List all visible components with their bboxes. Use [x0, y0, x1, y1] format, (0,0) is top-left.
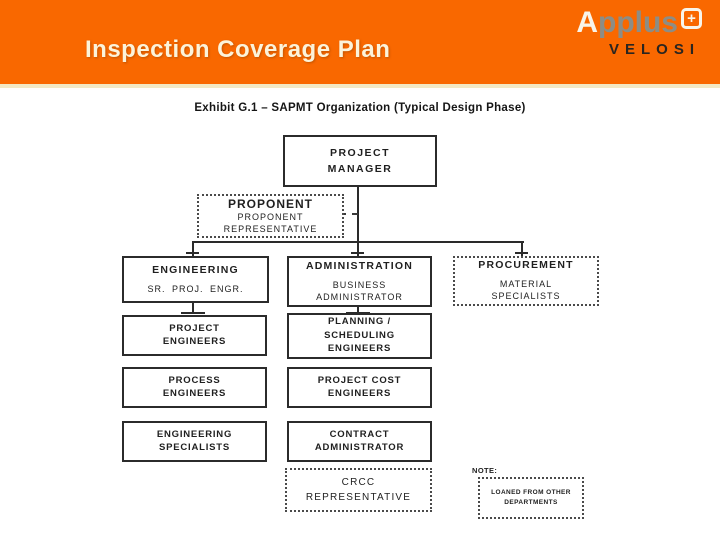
orgbox-line: PROCESS: [168, 374, 221, 386]
connector-eng-to-projeng: [192, 301, 194, 314]
connector-tick-administration: [351, 252, 364, 254]
connector-eng-bottom-tick: [181, 312, 205, 314]
page-title: Inspection Coverage Plan: [85, 36, 391, 63]
orgbox-line: SPECIALISTS: [158, 442, 231, 453]
logo-word-velosi: VELOSI: [608, 41, 700, 58]
orgbox-line: PROJECT COST: [317, 374, 402, 386]
orgbox-line: ENGINEERS: [327, 343, 392, 355]
note-line: LOANED FROM OTHER: [491, 489, 571, 497]
orgbox-line: ADMINISTRATOR: [316, 291, 403, 302]
orgbox-engineering-specialists: ENGINEERING SPECIALISTS: [122, 421, 267, 462]
connector-drop-engineering: [192, 241, 194, 256]
orgbox-line: SPECIALISTS: [491, 291, 561, 302]
orgbox-line: ADMINISTRATOR: [314, 442, 405, 453]
orgbox-line: PROPONENT: [237, 211, 304, 222]
orgbox-line: SCHEDULING: [324, 329, 395, 341]
note-box: LOANED FROM OTHER DEPARTMENTS: [478, 477, 584, 519]
orgbox-project-engineers: PROJECT ENGINEERS: [122, 315, 267, 356]
orgbox-line: ENGINEERING: [156, 428, 233, 440]
orgbox-line: PROJECT: [329, 147, 391, 160]
orgbox-project-manager: PROJECT MANAGER: [283, 135, 437, 187]
orgbox-administration: ADMINISTRATION BUSINESS ADMINISTRATOR: [287, 256, 432, 307]
connector-drop-procurement: [521, 241, 523, 256]
connector-pm-drop: [357, 183, 359, 256]
orgbox-line: PLANNING /: [328, 316, 391, 328]
orgbox-title: PROPONENT: [227, 196, 313, 211]
orgbox-procurement: PROCUREMENT MATERIAL SPECIALISTS: [453, 256, 599, 306]
connector-tick-engineering: [186, 252, 199, 254]
header-divider: [0, 84, 720, 88]
orgbox-line: ENGINEERS: [162, 388, 227, 399]
orgbox-line: ENGINEERS: [327, 388, 392, 399]
connector-horizontal-bus: [192, 241, 524, 243]
orgbox-line: BUSINESS: [332, 279, 387, 290]
orgbox-line: SR. PROJ. ENGR.: [147, 283, 244, 294]
orgbox-line: MANAGER: [327, 162, 393, 175]
orgbox-engineering: ENGINEERING SR. PROJ. ENGR.: [122, 256, 269, 303]
orgbox-title: ENGINEERING: [152, 264, 239, 277]
connector-tick-procurement: [515, 252, 528, 254]
orgbox-line: CONTRACT: [329, 428, 390, 440]
logo-letter-a: A: [576, 6, 598, 39]
connector-admin-to-planning: [357, 303, 359, 314]
orgbox-line: REPRESENTATIVE: [223, 224, 318, 235]
exhibit-title: Exhibit G.1 – SAPMT Organization (Typica…: [194, 102, 526, 114]
header-band: [0, 0, 720, 84]
orgbox-line: REPRESENTATIVE: [305, 491, 412, 503]
orgbox-line: CRCC: [341, 477, 376, 488]
orgbox-contract-administrator: CONTRACT ADMINISTRATOR: [287, 421, 432, 462]
orgbox-crcc-representative: CRCC REPRESENTATIVE: [285, 468, 432, 512]
orgbox-process-engineers: PROCESS ENGINEERS: [122, 367, 267, 408]
orgbox-proponent: PROPONENT PROPONENT REPRESENTATIVE: [197, 194, 344, 238]
orgbox-line: ENGINEERS: [162, 336, 227, 347]
connector-proponent-dashed: [340, 213, 358, 215]
note-label: NOTE:: [472, 466, 498, 475]
orgbox-project-cost-engineers: PROJECT COST ENGINEERS: [287, 367, 432, 408]
orgbox-title: PROCUREMENT: [478, 259, 574, 272]
note-line: DEPARTMENTS: [504, 499, 558, 506]
orgbox-line: MATERIAL: [499, 279, 553, 290]
orgbox-planning-scheduling-engineers: PLANNING / SCHEDULING ENGINEERS: [287, 313, 432, 359]
orgbox-line: PROJECT: [169, 322, 220, 334]
logo-letters-pplus: pplus: [598, 6, 678, 39]
plus-badge-icon: +: [681, 8, 702, 29]
orgbox-title: ADMINISTRATION: [305, 259, 413, 272]
